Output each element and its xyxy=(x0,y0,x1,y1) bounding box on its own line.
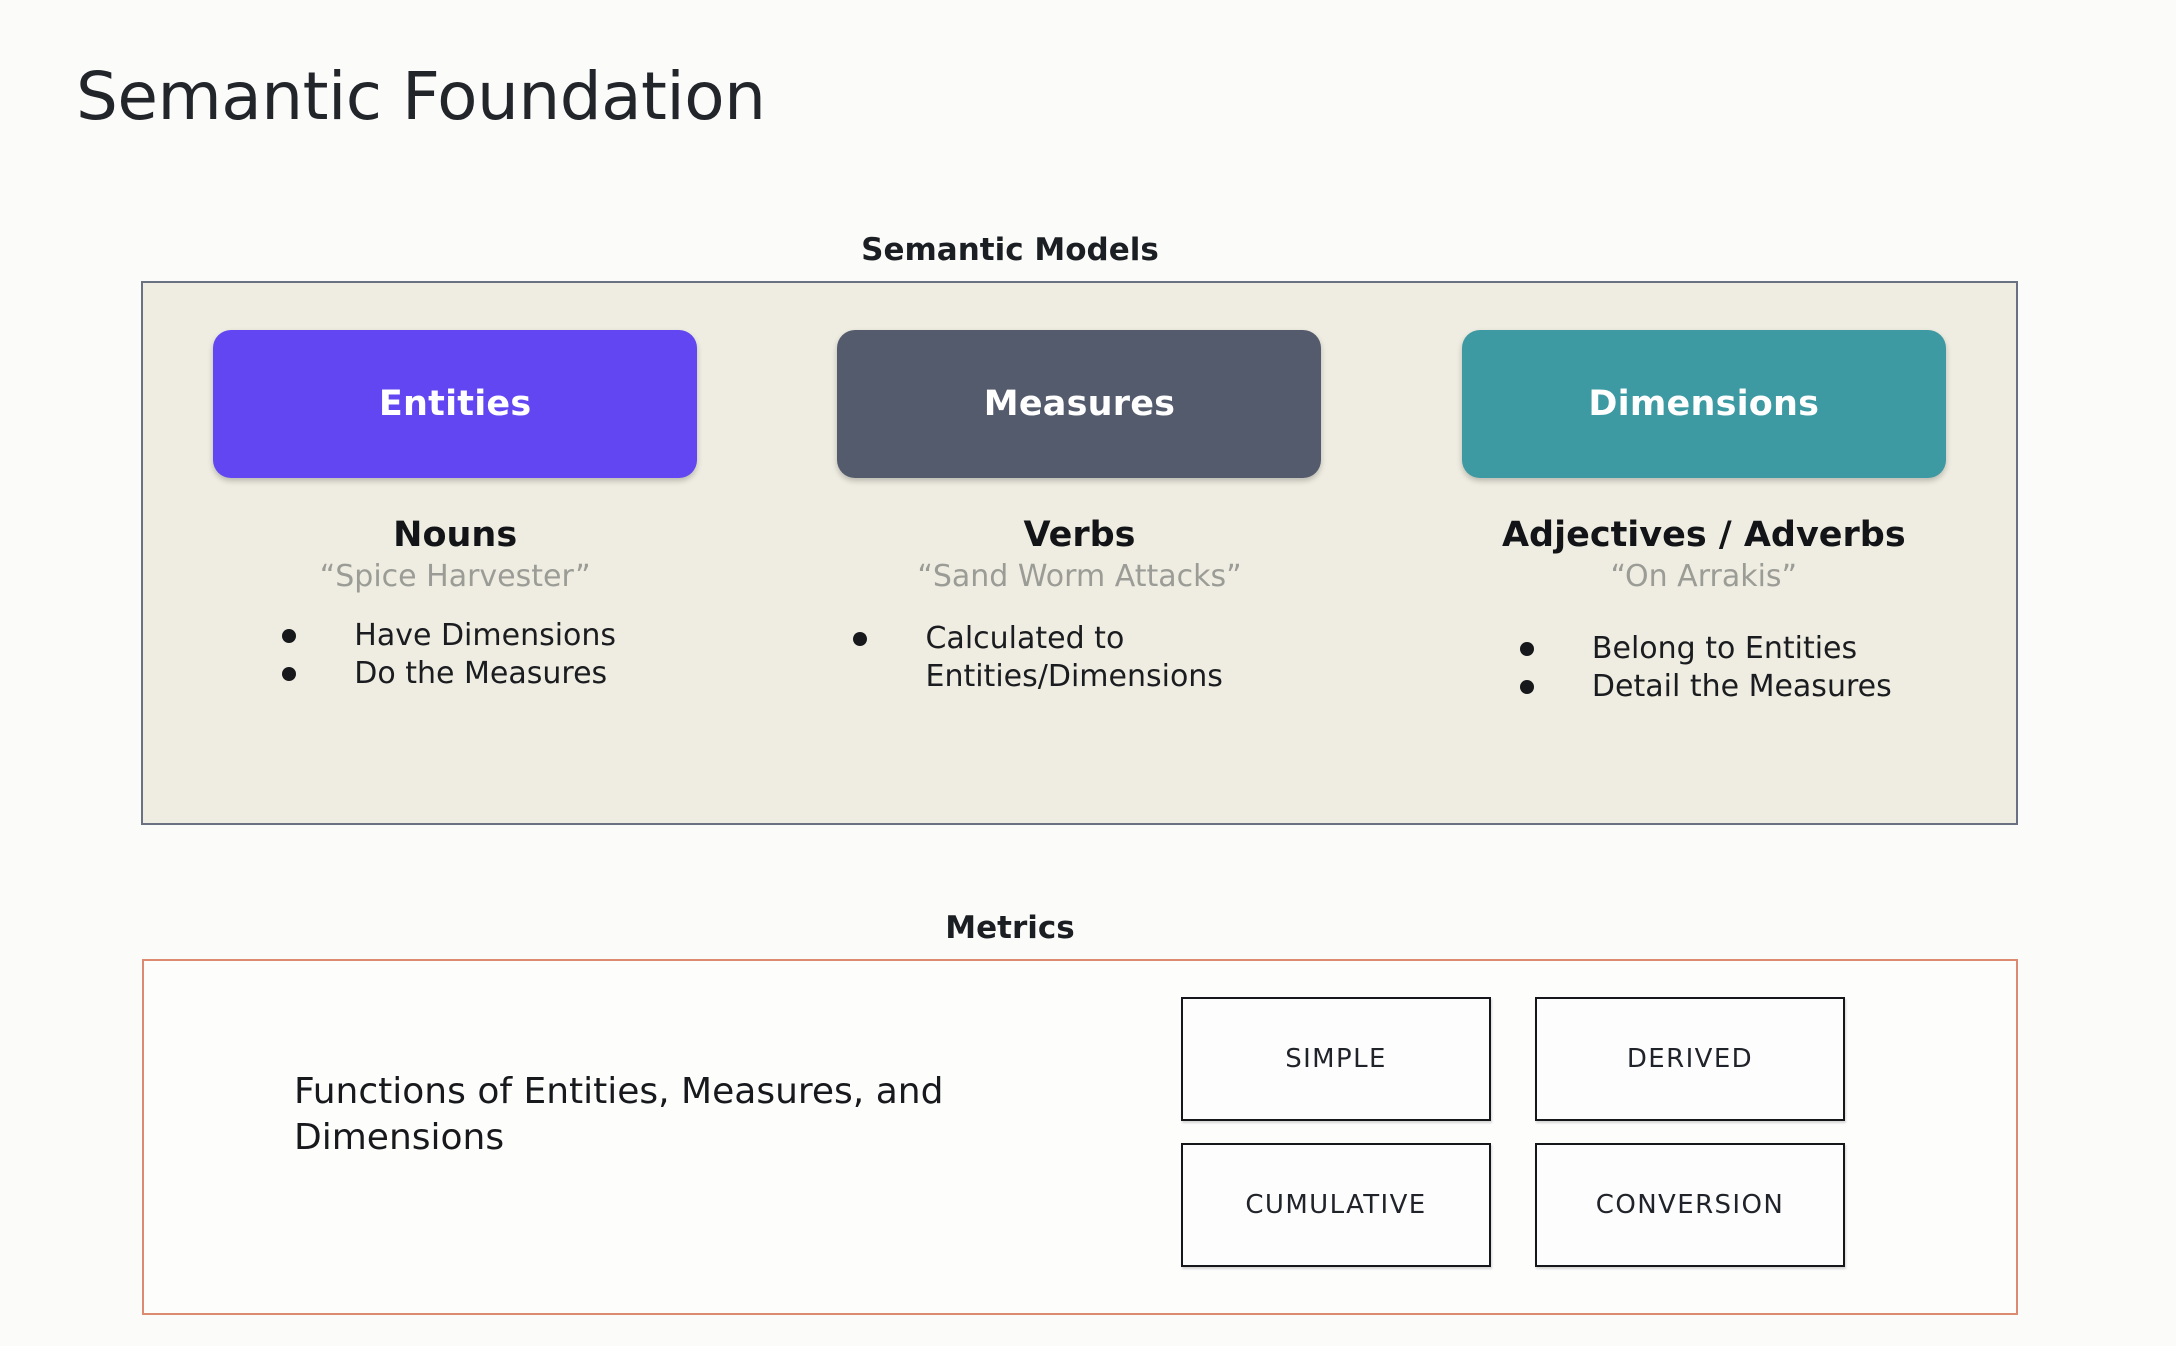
list-item: Have Dimensions xyxy=(282,617,616,655)
metric-type-conversion[interactable]: CONVERSION xyxy=(1535,1143,1845,1267)
measures-bullet-list: Calculated to Entities/Dimensions xyxy=(853,620,1265,695)
measures-chip[interactable]: Measures xyxy=(837,330,1322,478)
bullet-icon xyxy=(282,666,297,681)
metric-type-grid: SIMPLE DERIVED CUMULATIVE CONVERSION xyxy=(1181,997,1845,1267)
measures-example: “Sand Worm Attacks” xyxy=(917,559,1242,594)
semantic-model-column-dimensions: Dimensions Adjectives / Adverbs “On Arra… xyxy=(1392,283,2016,705)
bullet-icon xyxy=(1519,679,1534,694)
metrics-description: Functions of Entities, Measures, and Dim… xyxy=(294,1071,944,1159)
page-title: Semantic Foundation xyxy=(76,58,766,135)
metric-type-cumulative[interactable]: CUMULATIVE xyxy=(1181,1143,1491,1267)
dimensions-chip[interactable]: Dimensions xyxy=(1461,330,1946,478)
entities-bullet-list: Have Dimensions Do the Measures xyxy=(282,617,616,692)
dimensions-part-of-speech: Adjectives / Adverbs xyxy=(1501,515,1906,555)
semantic-model-column-measures: Measures Verbs “Sand Worm Attacks” Calcu… xyxy=(767,283,1391,695)
bullet-icon xyxy=(282,629,297,643)
entities-chip[interactable]: Entities xyxy=(213,330,698,478)
metrics-panel: Functions of Entities, Measures, and Dim… xyxy=(142,959,2018,1315)
list-item-label: Do the Measures xyxy=(354,655,608,691)
list-item-label: Detail the Measures xyxy=(1591,668,1892,704)
list-item-label: Have Dimensions xyxy=(354,618,617,653)
metric-type-derived[interactable]: DERIVED xyxy=(1535,997,1845,1121)
semantic-model-column-entities: Entities Nouns “Spice Harvester” Have Di… xyxy=(143,283,767,692)
bullet-icon xyxy=(853,632,868,646)
semantic-models-panel: Entities Nouns “Spice Harvester” Have Di… xyxy=(141,281,2018,825)
list-item-label: Calculated to Entities/Dimensions xyxy=(925,621,1223,694)
metric-type-simple[interactable]: SIMPLE xyxy=(1181,997,1491,1121)
metrics-heading: Metrics xyxy=(945,910,1075,946)
dimensions-bullet-list: Belong to Entities Detail the Measures xyxy=(1519,630,1892,706)
entities-example: “Spice Harvester” xyxy=(319,559,591,594)
list-item: Calculated to Entities/Dimensions xyxy=(853,620,1265,695)
entities-part-of-speech: Nouns xyxy=(393,515,518,555)
list-item: Belong to Entities xyxy=(1519,630,1892,668)
list-item: Detail the Measures xyxy=(1519,668,1892,706)
measures-part-of-speech: Verbs xyxy=(1023,515,1136,555)
bullet-icon xyxy=(1519,642,1534,656)
semantic-models-columns: Entities Nouns “Spice Harvester” Have Di… xyxy=(143,283,2016,823)
list-item: Do the Measures xyxy=(282,655,616,693)
list-item-label: Belong to Entities xyxy=(1591,631,1858,666)
semantic-models-heading: Semantic Models xyxy=(861,232,1159,268)
dimensions-example: “On Arrakis” xyxy=(1610,559,1798,594)
